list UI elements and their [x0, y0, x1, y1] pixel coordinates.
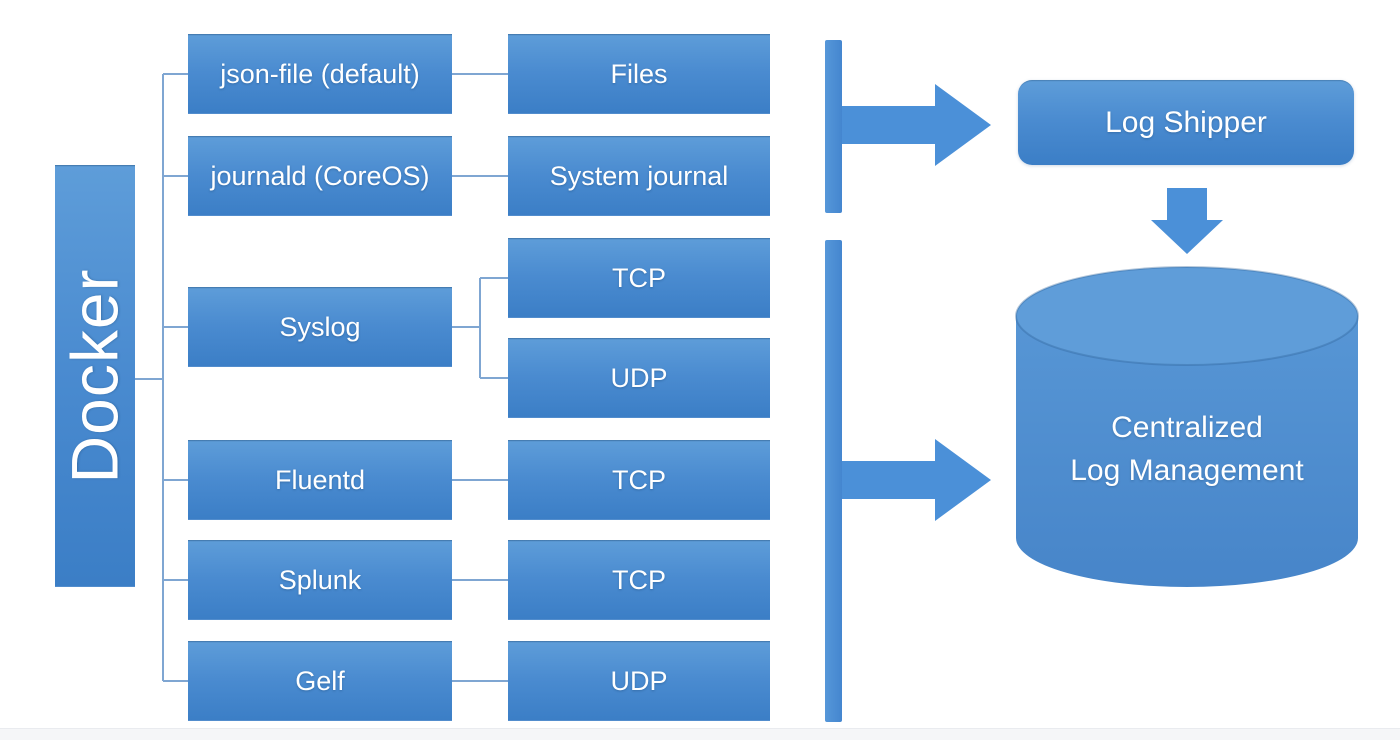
- root-node-docker: Docker: [55, 165, 135, 587]
- sink-label-line1: Centralized: [1111, 411, 1263, 444]
- driver-node-json-file: json-file (default): [188, 34, 452, 114]
- node-label: json-file (default): [220, 58, 420, 89]
- cylinder-body: [1016, 316, 1358, 587]
- node-label: TCP: [612, 564, 666, 595]
- output-node-syslog-udp: UDP: [508, 338, 770, 418]
- node-label: Docker: [58, 268, 132, 484]
- output-node-files: Files: [508, 34, 770, 114]
- node-label: Splunk: [278, 564, 362, 595]
- node-label: UDP: [610, 362, 668, 393]
- node-label: Log Shipper: [1105, 105, 1267, 139]
- output-node-splunk-tcp: TCP: [508, 540, 770, 620]
- collector-bar-file-outputs: [825, 40, 842, 213]
- driver-node-journald: journald (CoreOS): [188, 136, 452, 216]
- cylinder-top: [1015, 266, 1359, 366]
- node-label: System journal: [549, 160, 729, 191]
- node-label: TCP: [612, 464, 666, 495]
- node-label: Fluentd: [274, 464, 366, 495]
- node-label: TCP: [612, 262, 666, 293]
- output-node-syslog-tcp: TCP: [508, 238, 770, 318]
- output-node-fluentd-tcp: TCP: [508, 440, 770, 520]
- log-shipper-node: Log Shipper: [1018, 80, 1354, 165]
- collector-bar-network-outputs: [825, 240, 842, 722]
- node-label: UDP: [610, 665, 668, 696]
- node-label: Gelf: [295, 665, 345, 696]
- driver-node-splunk: Splunk: [188, 540, 452, 620]
- output-node-system-journal: System journal: [508, 136, 770, 216]
- node-label: Syslog: [279, 311, 361, 342]
- arrow-to-log-shipper-icon: [842, 84, 991, 166]
- driver-node-gelf: Gelf: [188, 641, 452, 721]
- driver-output-connectors: [452, 73, 508, 682]
- arrow-shipper-down-icon: [1151, 188, 1223, 254]
- driver-node-fluentd: Fluentd: [188, 440, 452, 520]
- output-node-gelf-udp: UDP: [508, 641, 770, 721]
- page-bottom-strip: [0, 728, 1400, 740]
- central-log-database-cylinder: [1015, 266, 1359, 587]
- docker-drivers-connector: [135, 73, 188, 682]
- sink-label-line2: Log Management: [1070, 454, 1304, 487]
- node-label: journald (CoreOS): [210, 160, 430, 191]
- arrow-to-central-log-icon: [842, 439, 991, 521]
- node-label: Files: [610, 58, 668, 89]
- central-log-management-label: Centralized Log Management: [1016, 406, 1358, 492]
- driver-node-syslog: Syslog: [188, 287, 452, 367]
